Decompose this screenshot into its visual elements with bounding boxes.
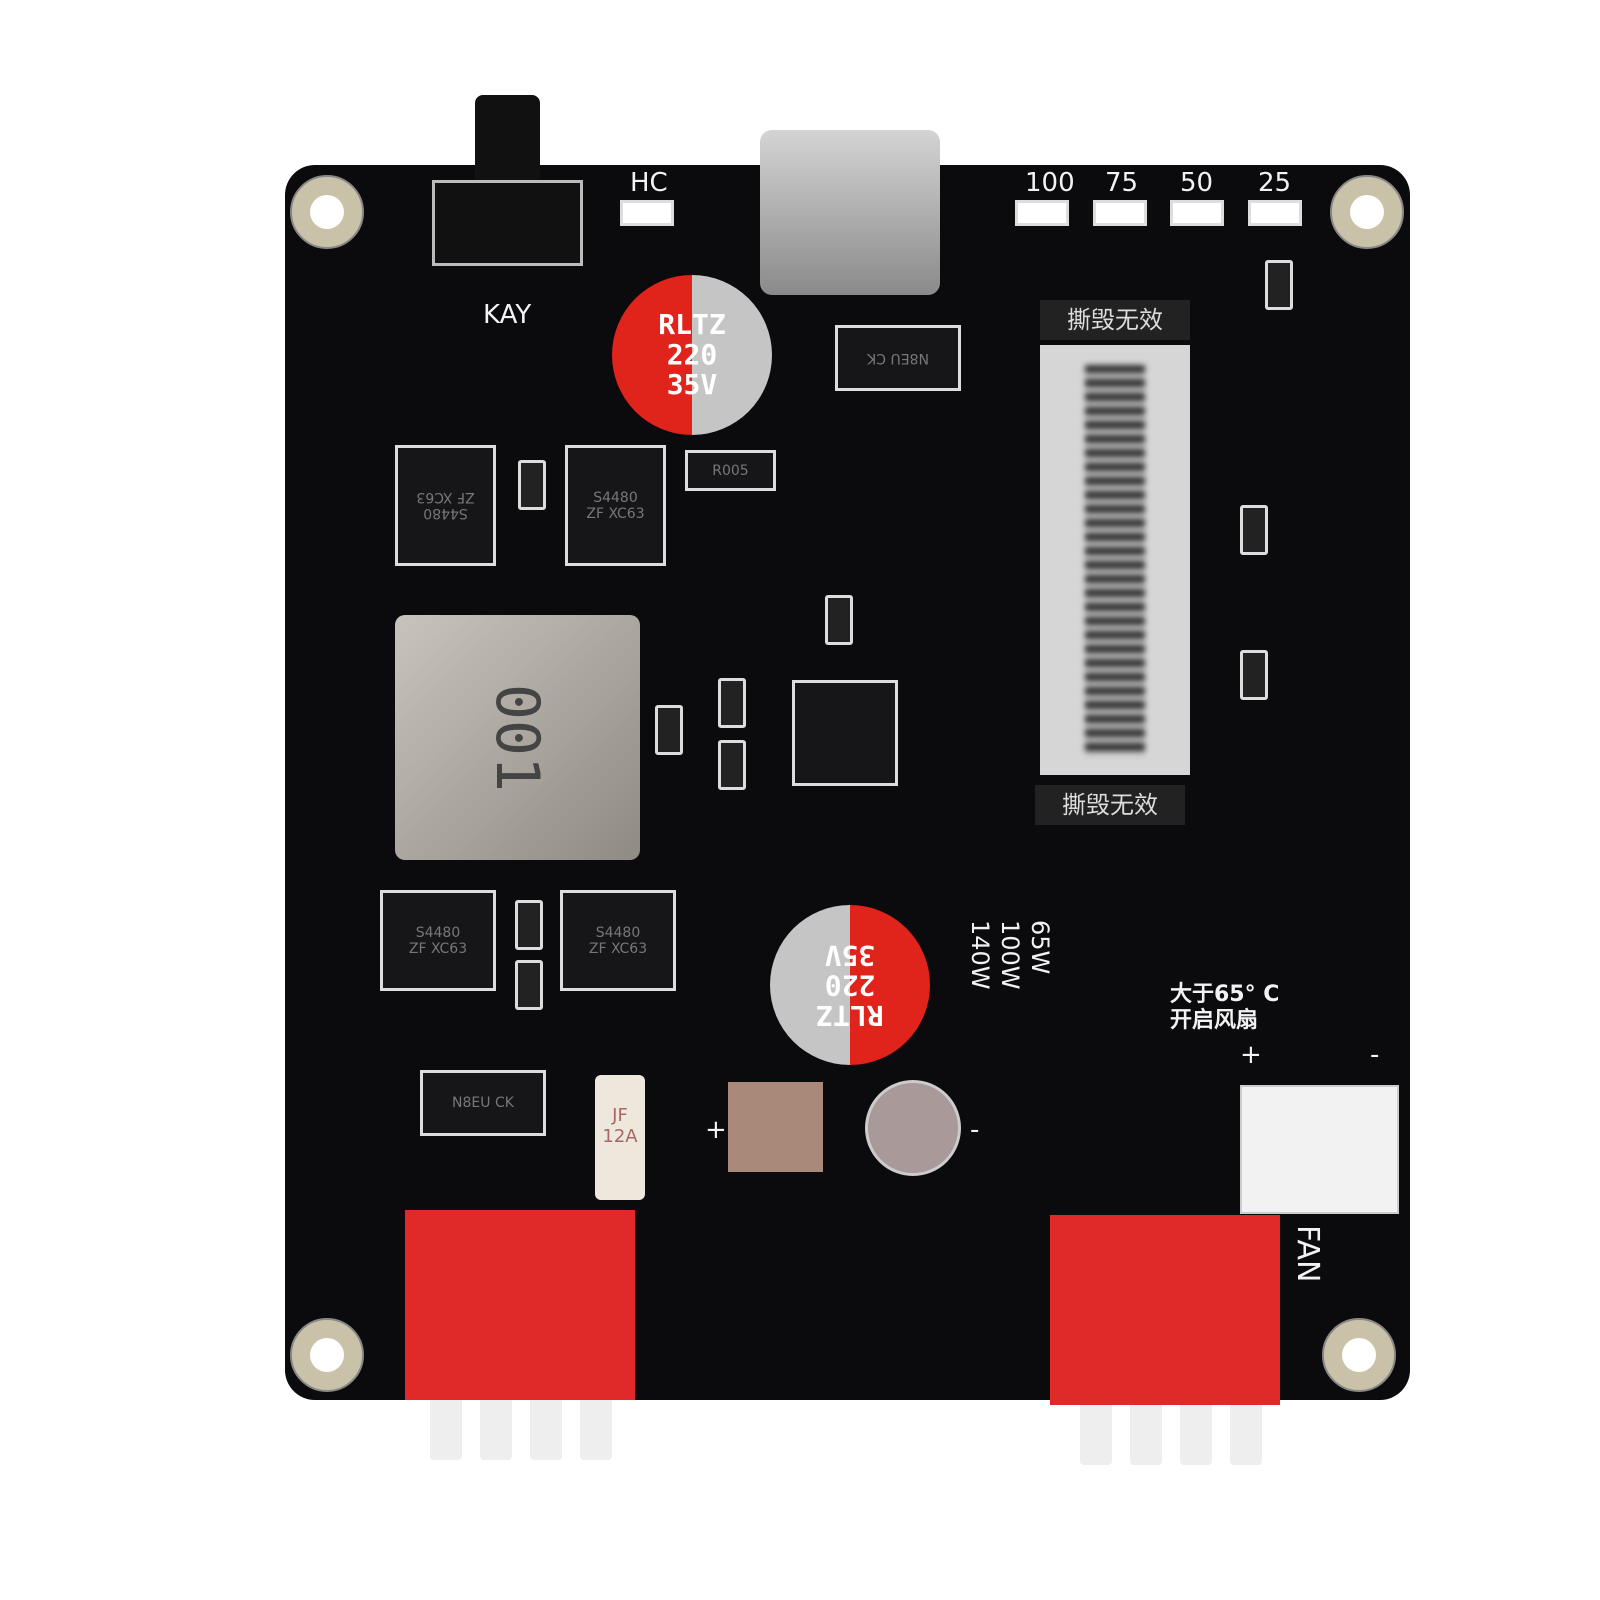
- button-body: [432, 180, 583, 266]
- smd-component: [518, 460, 546, 510]
- smd-component: [718, 678, 746, 728]
- smd-component: [1240, 505, 1268, 555]
- connector-pin: [580, 1400, 612, 1460]
- diode: N8EU CK: [835, 325, 961, 391]
- mounting-hole: [290, 1318, 364, 1392]
- smd-component: [655, 705, 683, 755]
- smd-component: [1240, 650, 1268, 700]
- smd-component: [718, 740, 746, 790]
- fan-connector[interactable]: [1240, 1085, 1399, 1214]
- indicator-led: [1015, 200, 1069, 226]
- connector-pin: [530, 1400, 562, 1460]
- connector-pin: [480, 1400, 512, 1460]
- connector-pin: [1180, 1405, 1212, 1465]
- shunt-resistor: R005: [685, 450, 776, 491]
- hc-led: [620, 200, 674, 226]
- input-pad-positive: [728, 1082, 823, 1172]
- output-connector[interactable]: [1050, 1215, 1280, 1405]
- input-minus-label: -: [970, 1115, 980, 1145]
- led-level-label: 100: [1025, 168, 1075, 198]
- mounting-hole: [290, 175, 364, 249]
- smd-component: [515, 960, 543, 1010]
- input-plus-label: +: [705, 1115, 727, 1145]
- fan-label: FAN: [1290, 1225, 1325, 1283]
- warranty-seal-text: 撕毁无效: [1040, 300, 1190, 340]
- fan-minus-label: -: [1370, 1040, 1380, 1070]
- fan-plus-label: +: [1240, 1040, 1262, 1070]
- indicator-led: [1093, 200, 1147, 226]
- hc-label: HC: [630, 168, 668, 198]
- connector-pin: [1080, 1405, 1112, 1465]
- inductor: 001: [395, 615, 640, 860]
- smd-component: [515, 900, 543, 950]
- input-pad-negative: [865, 1080, 961, 1176]
- indicator-led: [1248, 200, 1302, 226]
- led-level-label: 25: [1258, 168, 1292, 198]
- warranty-seal-text: 撕毁无效: [1035, 785, 1185, 825]
- barcode: [1085, 365, 1145, 755]
- led-level-label: 50: [1180, 168, 1214, 198]
- diode: N8EU CK: [420, 1070, 546, 1136]
- barcode-label: [1040, 345, 1190, 775]
- usb-c-port[interactable]: [760, 130, 940, 295]
- connector-pin: [430, 1400, 462, 1460]
- controller-chip: [792, 680, 898, 786]
- smd-component: [1265, 260, 1293, 310]
- indicator-led: [1170, 200, 1224, 226]
- led-level-label: 75: [1105, 168, 1139, 198]
- mounting-hole: [1322, 1318, 1396, 1392]
- output-connector[interactable]: [405, 1210, 635, 1400]
- connector-pin: [1130, 1405, 1162, 1465]
- push-button[interactable]: [475, 95, 540, 185]
- connector-pin: [1230, 1405, 1262, 1465]
- mounting-hole: [1330, 175, 1404, 249]
- smd-component: [825, 595, 853, 645]
- button-label: KAY: [483, 300, 532, 330]
